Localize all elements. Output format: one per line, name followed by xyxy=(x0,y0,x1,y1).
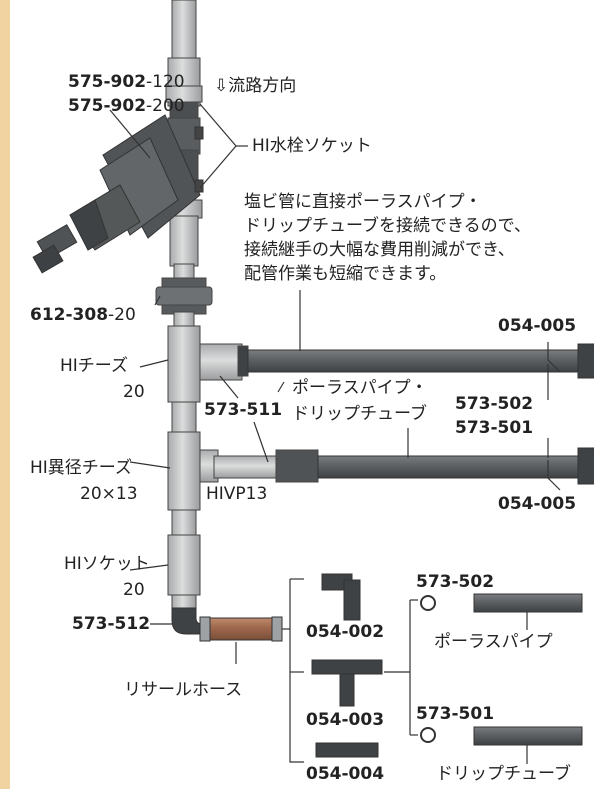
part-054-003-label: 054-003 xyxy=(306,710,385,730)
filter-code-200-bold: 575-902 xyxy=(68,96,147,116)
adapter-573-511-label: 573-511 xyxy=(204,400,283,420)
porous-pipe-sample xyxy=(473,593,583,613)
filter-assembly xyxy=(32,114,204,274)
part-054-002-label: 054-002 xyxy=(306,622,385,642)
end-cap-top-label: 054-005 xyxy=(498,316,577,336)
clamp-573-501-label: 573-501 xyxy=(455,418,534,438)
part-054-003-graphic xyxy=(311,659,383,707)
note-line-1: 塩ビ管に直接ポーラスパイプ・ xyxy=(244,192,482,212)
note-line-4: 配管作業も短縮できます。 xyxy=(244,264,447,284)
clamp-573-502-label: 573-502 xyxy=(455,394,534,414)
clamp-graphics xyxy=(420,595,436,743)
clamp-b-573-502-label: 573-502 xyxy=(416,572,495,592)
porous-pipe-label: ポーラスパイプ xyxy=(434,632,553,652)
part-054-004-label: 054-004 xyxy=(306,764,385,784)
flow-direction-label: ⇩流路方向 xyxy=(214,76,297,96)
hi-tees-label: HIチーズ xyxy=(60,356,128,376)
filter-code-120-bold: 575-902 xyxy=(68,72,147,92)
clamp-b-573-501-label: 573-501 xyxy=(416,704,495,724)
filter-code-120-suffix: -120 xyxy=(146,72,185,92)
hi-reducing-tees-size: 20×13 xyxy=(80,484,138,504)
porous-pipe-top xyxy=(247,343,594,379)
union-code-bold: 612-308 xyxy=(30,305,109,325)
part-054-004-graphic xyxy=(315,742,379,758)
hi-socket-label: HIソケット xyxy=(64,554,150,574)
hi-socket xyxy=(167,534,201,616)
union-code: 612-308-20 xyxy=(30,305,136,326)
end-cap-bottom-label: 054-005 xyxy=(498,494,577,514)
hi-tees-size: 20 xyxy=(123,382,145,402)
resaal-hose-graphic xyxy=(199,616,283,642)
part-054-002-graphic xyxy=(321,573,361,621)
hi-socket-size: 20 xyxy=(123,580,145,600)
leader-lines xyxy=(109,103,561,764)
note-line-3: 接続継手の大幅な費用削減ができ、 xyxy=(244,240,515,260)
hivp13-label: HIVP13 xyxy=(206,484,268,504)
drip-tube-sample xyxy=(473,726,583,746)
drip-tube-label: ドリップチューブ xyxy=(436,764,571,784)
hi-reducing-tee xyxy=(167,431,319,511)
filter-code-200-suffix: -200 xyxy=(146,96,185,116)
porous-drip-label-2: ドリップチューブ xyxy=(292,404,427,424)
porous-drip-label-1: ポーラスパイプ・ xyxy=(292,378,428,398)
filter-code-120: 575-902-120 xyxy=(68,72,185,93)
hi-tee-1 xyxy=(167,325,249,403)
hi-faucet-socket-label: HI水栓ソケット xyxy=(252,136,372,156)
side-strip xyxy=(0,0,10,789)
elbow-573-512-label: 573-512 xyxy=(72,614,151,634)
union-code-suffix: -20 xyxy=(108,305,136,325)
drip-tube-top xyxy=(317,447,594,485)
filter-code-200: 575-902-200 xyxy=(68,96,185,117)
hi-reducing-tees-label: HI異径チーズ xyxy=(30,458,132,478)
resaal-hose-label: リサールホース xyxy=(124,680,243,700)
note-line-2: ドリップチューブを接続できるので、 xyxy=(244,216,531,236)
